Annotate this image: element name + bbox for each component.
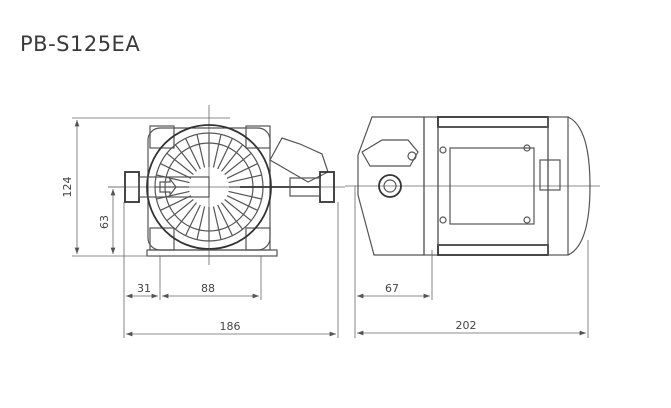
side-view: [345, 116, 600, 256]
impeller-spoke: [166, 199, 194, 222]
dim-base-offset: 31: [137, 282, 151, 295]
dim-base-width: 88: [201, 282, 215, 295]
dim-side-offset: 67: [385, 282, 399, 295]
impeller-spoke: [228, 174, 262, 184]
impeller-spoke: [185, 138, 201, 170]
impeller-spoke: [224, 152, 252, 175]
model-title: PB-S125EA: [20, 32, 141, 56]
dim-width-front: 186: [220, 320, 241, 333]
impeller-spoke: [156, 190, 190, 200]
impeller-spoke: [221, 202, 244, 230]
impeller-spoke: [174, 144, 197, 172]
impeller-spoke: [185, 204, 201, 236]
dim-height-total: 124: [61, 177, 74, 198]
impeller-spoke: [196, 134, 206, 168]
impeller-spoke: [228, 190, 262, 200]
impeller-spoke: [217, 138, 233, 170]
impeller-spoke: [196, 206, 206, 240]
impeller-spoke: [226, 163, 258, 179]
impeller-spoke: [212, 206, 222, 240]
impeller-spoke: [160, 195, 192, 211]
impeller-spoke: [224, 199, 252, 222]
impeller-spoke: [217, 204, 233, 236]
impeller-spoke: [156, 174, 190, 184]
front-view: [108, 105, 345, 265]
impeller-spoke: [226, 195, 258, 211]
impeller-spoke: [160, 163, 192, 179]
impeller-spoke: [212, 134, 222, 168]
side-dimensions: 67 202: [354, 186, 589, 338]
impeller-spoke: [174, 202, 197, 230]
dim-length-side: 202: [456, 319, 477, 332]
front-dimensions: 124 63 31 88 186: [61, 117, 339, 338]
dim-height-inlet: 63: [98, 215, 111, 229]
impeller-spoke: [221, 144, 244, 172]
impeller-spoke: [166, 152, 194, 175]
